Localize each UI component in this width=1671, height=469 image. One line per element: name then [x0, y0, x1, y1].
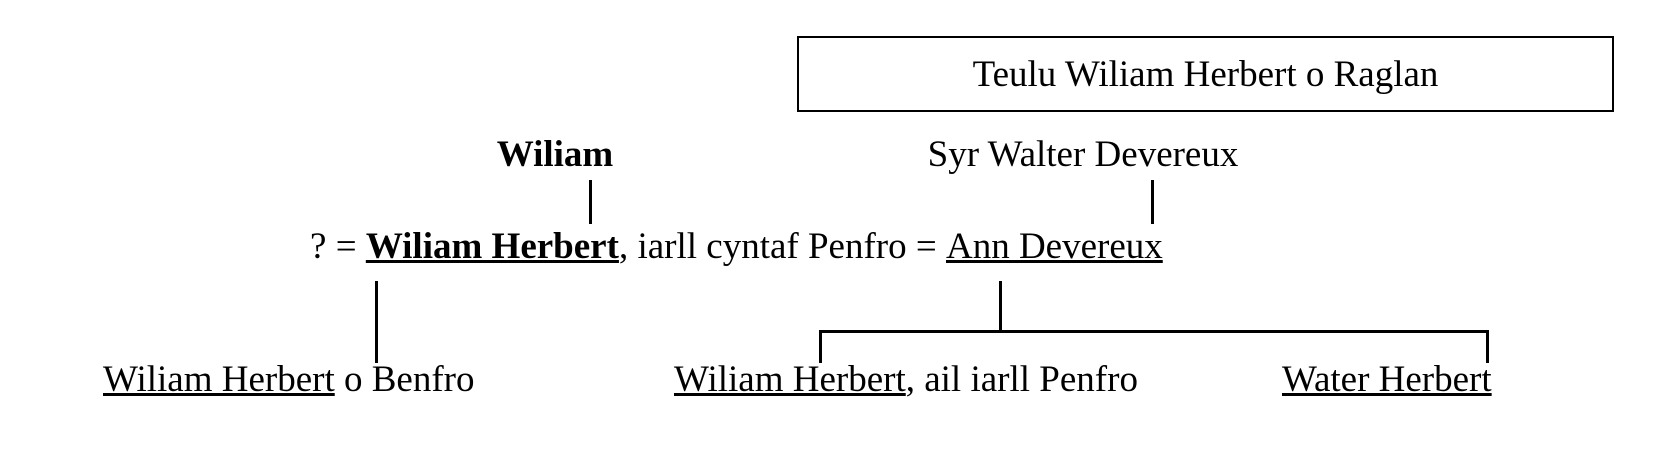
connector-marriage-drop-stem	[999, 281, 1002, 332]
person-ann-devereux: Ann Devereux	[945, 226, 1163, 267]
wiliam-herbert-second-earl-suffix: , ail iarll Penfro	[905, 359, 1138, 400]
connector-bracket-right-leg	[1486, 330, 1489, 363]
person-wiliam-herbert-o-benfro: Wiliam Herbert	[103, 359, 335, 400]
diagram-title-box: Teulu Wiliam Herbert o Raglan	[797, 36, 1614, 112]
person-wiliam-herbert-second-earl: Wiliam Herbert	[674, 359, 906, 400]
diagram-title-text: Teulu Wiliam Herbert o Raglan	[972, 53, 1439, 95]
connector-bracket-left-leg	[819, 330, 822, 363]
person-syr-walter-devereux: Syr Walter Devereux	[927, 134, 1239, 175]
person-wiliam-herbert-first-earl: Wiliam Herbert	[365, 226, 619, 267]
marriage-line-row: ? = Wiliam Herbert, iarll cyntaf Penfro …	[310, 228, 1163, 265]
person-wiliam-herbert-second-earl-row: Wiliam Herbert, ail iarll Penfro	[674, 361, 1138, 398]
person-water-herbert: Water Herbert	[1282, 359, 1492, 400]
wiliam-herbert-title-text: , iarll cyntaf Penfro	[618, 226, 907, 267]
connector-sibling-bracket-bar	[819, 330, 1489, 333]
wiliam-herbert-o-benfro-suffix: o Benfro	[334, 359, 475, 400]
connector-wiliam-to-wiliam-herbert	[589, 180, 592, 224]
person-wiliam-herbert-o-benfro-row: Wiliam Herbert o Benfro	[103, 361, 474, 398]
equals-sign-left: =	[335, 226, 357, 267]
person-wiliam-senior: Wiliam	[496, 134, 614, 175]
connector-to-wiliam-herbert-o-benfro	[375, 281, 378, 363]
connector-walter-to-ann	[1151, 180, 1154, 224]
person-water-herbert-row: Water Herbert	[1282, 361, 1492, 398]
person-unknown-spouse: ?	[310, 226, 327, 267]
equals-sign-right: =	[915, 226, 937, 267]
